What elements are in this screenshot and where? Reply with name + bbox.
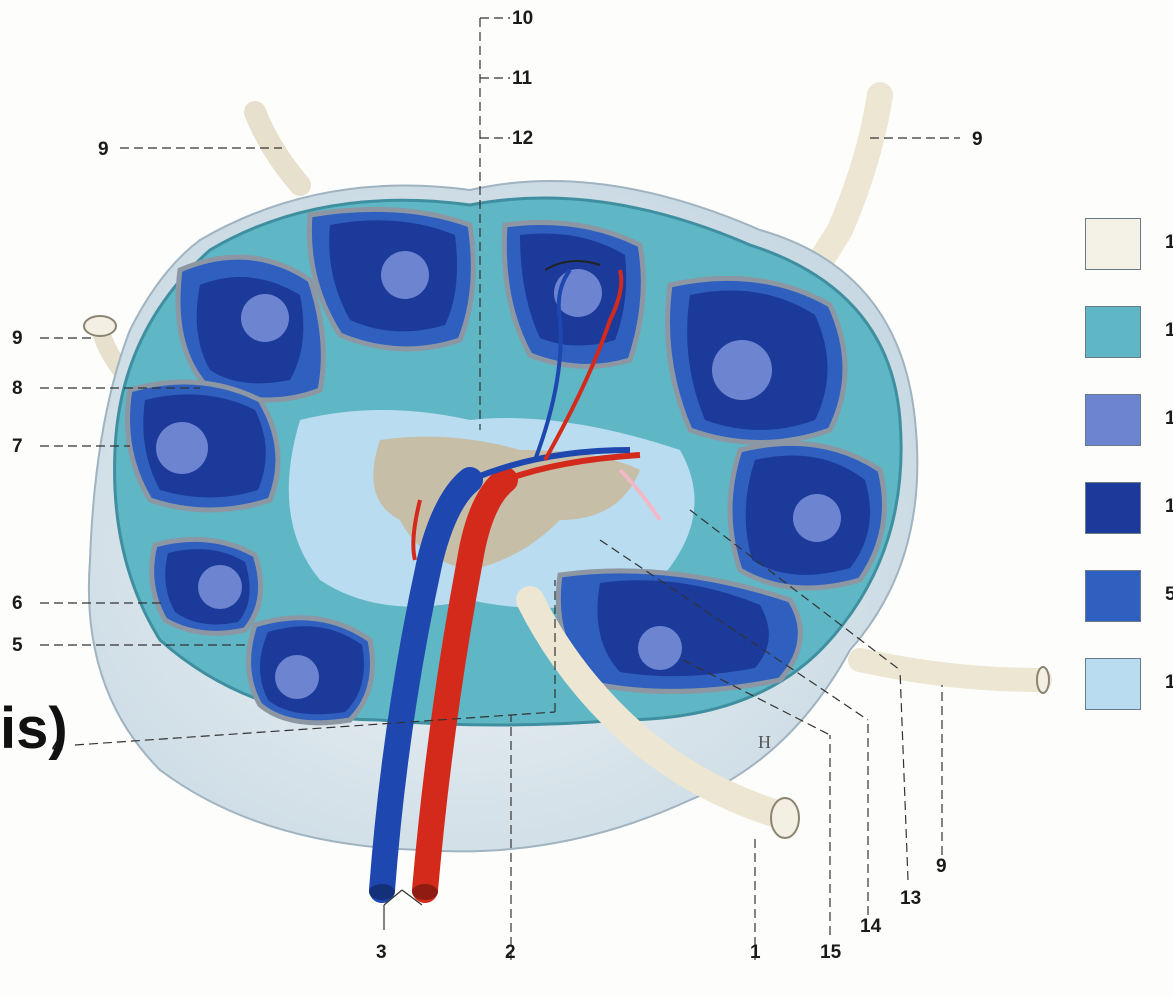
legend-item: 5 [1085,570,1173,658]
label-6: 6 [12,593,23,614]
label-14: 14 [860,916,882,937]
germinal-center [712,340,772,400]
germinal-center [638,626,682,670]
label-8: 8 [12,378,23,399]
label-9-top-right: 9 [972,129,983,150]
germinal-center [241,294,289,342]
legend-swatch [1085,570,1141,622]
label-2: 2 [505,942,516,963]
germinal-center [198,565,242,609]
legend-item: 1 [1085,482,1173,570]
label-15: 15 [820,942,842,963]
germinal-center [156,422,208,474]
legend-label: 1 [1165,320,1173,342]
stamp: H [758,732,771,752]
legend-swatch [1085,218,1141,270]
germinal-center [275,655,319,699]
legend-swatch [1085,394,1141,446]
legend-swatch [1085,482,1141,534]
label-3: 3 [376,942,387,963]
label-9-left: 9 [12,328,23,349]
label-7: 7 [12,436,23,457]
afferent-vessel-bottom-right [860,660,1040,680]
vessel-opening-left [84,316,116,336]
legend-swatch [1085,658,1141,710]
afferent-vessel-top-right [815,95,880,270]
label-9-bottom-right: 9 [936,856,947,877]
legend-label: 1 [1165,408,1173,430]
legend-item: 1 [1085,394,1173,482]
legend-item: 1 [1085,218,1173,306]
label-10: 10 [512,8,533,29]
label-12: 12 [512,128,533,149]
overlay-caption-fragment: is) [0,700,68,758]
label-5: 5 [12,635,23,656]
legend-label: 1 [1165,232,1173,254]
color-legend: 1 1 1 1 5 1 [1085,218,1173,746]
germinal-center [381,251,429,299]
legend-label: 5 [1165,584,1173,606]
label-11: 11 [512,68,533,89]
legend-item: 1 [1085,658,1173,746]
label-13: 13 [900,888,921,909]
legend-label: 1 [1165,496,1173,518]
germinal-center [793,494,841,542]
label-9-top-left: 9 [98,139,109,160]
label-1: 1 [750,942,761,963]
legend-item: 1 [1085,306,1173,394]
legend-label: 1 [1165,672,1173,694]
legend-swatch [1085,306,1141,358]
